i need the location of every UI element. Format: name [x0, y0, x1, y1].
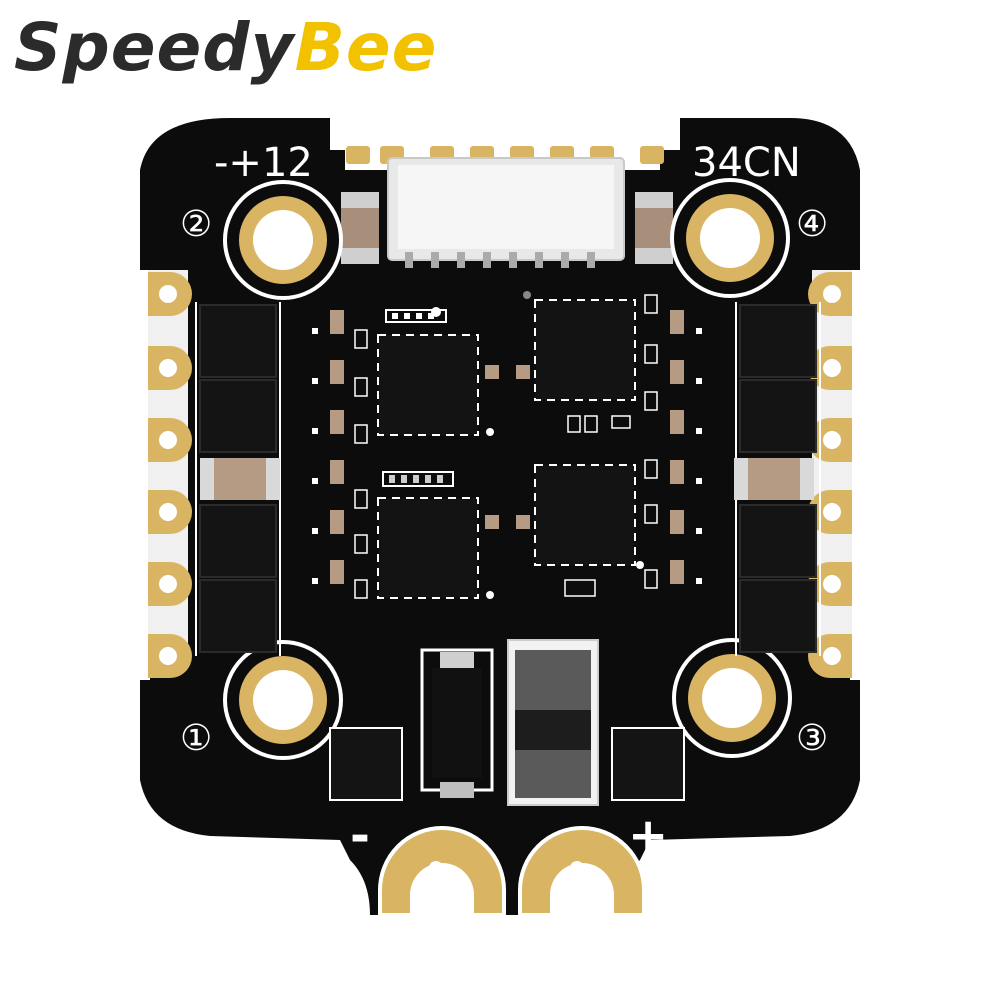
brand-logo-speedy: Speedy: [14, 9, 297, 86]
brand-logo-bee: Bee: [295, 9, 438, 86]
small-components: [312, 294, 702, 599]
mounting-hole-2: [223, 180, 343, 300]
brand-logo: SpeedyBee: [14, 9, 437, 86]
right-capacitor: [734, 458, 814, 500]
mounting-hole-4: [670, 178, 790, 298]
hole-label-1: ①: [180, 718, 212, 759]
driver-ic-bottom-left: [377, 497, 494, 599]
left-capacitor: [200, 458, 280, 500]
battery-negative-label: -: [350, 808, 370, 864]
left-mosfets: [199, 304, 277, 653]
hole-label-3: ③: [796, 718, 828, 759]
driver-ic-top-right: [523, 291, 636, 401]
top-capacitors: [341, 192, 673, 264]
left-motor-pads: [148, 270, 192, 678]
battery-pad-negative: [378, 826, 506, 917]
model-label: 34CN: [692, 140, 801, 186]
jst-connector: [387, 157, 625, 268]
resistor-array-middle: [382, 471, 454, 487]
mounting-hole-3: [672, 638, 792, 758]
bottom-mosfet-right: [611, 727, 685, 801]
driver-ic-top-left: [377, 334, 494, 436]
bottom-mosfet-left: [329, 727, 403, 801]
hole-label-2: ②: [180, 204, 212, 245]
power-label: -+12: [214, 140, 313, 186]
right-mosfets: [739, 304, 817, 653]
mounting-hole-1: [223, 640, 343, 760]
resistor-array-top: [385, 307, 447, 323]
driver-ic-bottom-right: [534, 464, 644, 569]
tvs-diode: [420, 648, 494, 798]
inductor: [507, 639, 599, 806]
battery-pad-positive: [518, 826, 646, 917]
hole-label-4: ④: [796, 204, 828, 245]
